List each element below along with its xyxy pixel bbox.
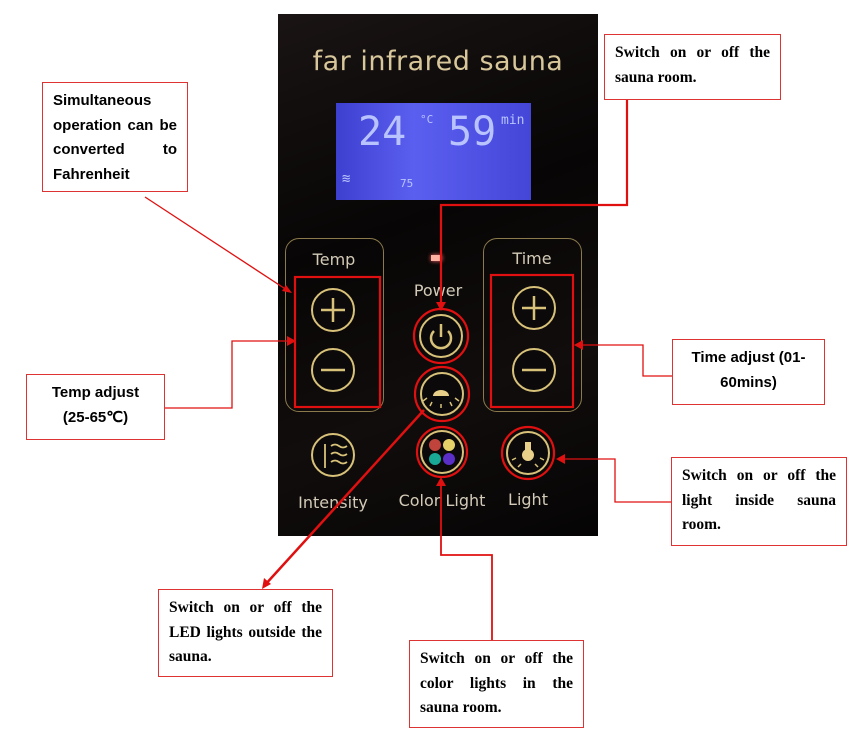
callout-time-adjust: Time adjust (01-60mins) (672, 339, 825, 405)
callout-fahrenheit: Simultaneous operation can be converted … (42, 82, 188, 192)
time-highlight (489, 273, 575, 409)
color-highlight (415, 425, 469, 479)
callout-temp-adjust: Temp adjust (25-65℃) (26, 374, 165, 440)
plus-icon (522, 296, 546, 320)
temp-unit: °C (420, 113, 434, 126)
intensity-button[interactable] (311, 433, 355, 477)
bulb-rays-icon (511, 457, 545, 468)
heat-icon: ≋ (342, 171, 351, 187)
button-glyphs (321, 296, 546, 468)
temp-label: Temp (312, 250, 356, 269)
yellow-dot (443, 439, 455, 451)
teal-dot (429, 453, 441, 465)
power-label: Power (413, 281, 463, 300)
intensity-label: Intensity (298, 493, 368, 512)
led-lamp-icon (433, 390, 449, 396)
power-icon (429, 324, 453, 350)
time-label: Time (512, 249, 552, 268)
callout-light: Switch on or off the light inside sauna … (671, 457, 847, 546)
temp-readout: 24 (358, 109, 407, 155)
bulb-icon (522, 449, 534, 461)
led-rays-icon (422, 397, 460, 408)
panel-title: far infrared sauna (312, 46, 564, 77)
light-highlight (500, 425, 556, 481)
color-light-label: Color Light (398, 491, 486, 510)
time-readout: 59 (448, 109, 497, 155)
time-unit: min (501, 113, 525, 128)
plus-icon (321, 298, 345, 322)
intensity-icon (324, 443, 348, 468)
callout-power: Switch on or off the sauna room. (604, 34, 781, 100)
color-light-button[interactable] (420, 430, 464, 474)
light-label: Light (508, 490, 548, 509)
red-dot (429, 439, 441, 451)
callout-color: Switch on or off the color lights in the… (409, 640, 584, 728)
power-indicator-led (431, 255, 442, 261)
temp-highlight (293, 275, 382, 409)
led-highlight (413, 365, 471, 423)
callout-led: Switch on or off the LED lights outside … (158, 589, 333, 677)
lcd-sub-readout: 75 (400, 177, 414, 190)
temp-group (285, 238, 384, 412)
lcd-display: 24 °C 59 min 75 ≋ (336, 103, 531, 200)
purple-dot (443, 453, 455, 465)
time-group (483, 238, 582, 412)
